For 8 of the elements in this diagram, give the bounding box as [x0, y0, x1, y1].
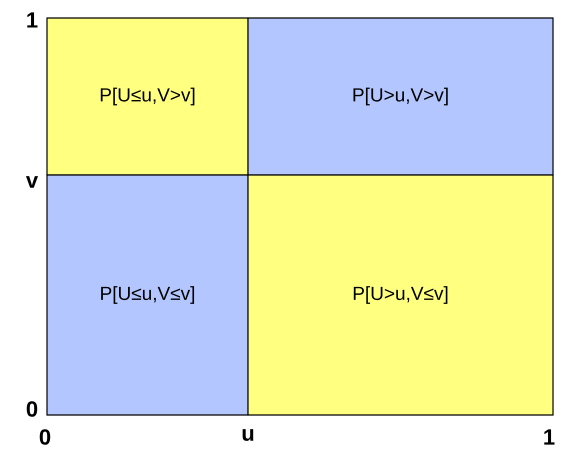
region-box: P[U≤u,V>v]	[46, 17, 249, 176]
region-box: P[U≤u,V≤v]	[46, 174, 249, 416]
axis-label: v	[26, 176, 38, 188]
axis-label: 1	[27, 12, 38, 28]
axis-label: 0	[40, 429, 50, 445]
axis-label: u	[242, 429, 254, 441]
region-box: P[U>u,V≤v]	[247, 174, 554, 416]
region-box: P[U>u,V>v]	[247, 17, 554, 176]
